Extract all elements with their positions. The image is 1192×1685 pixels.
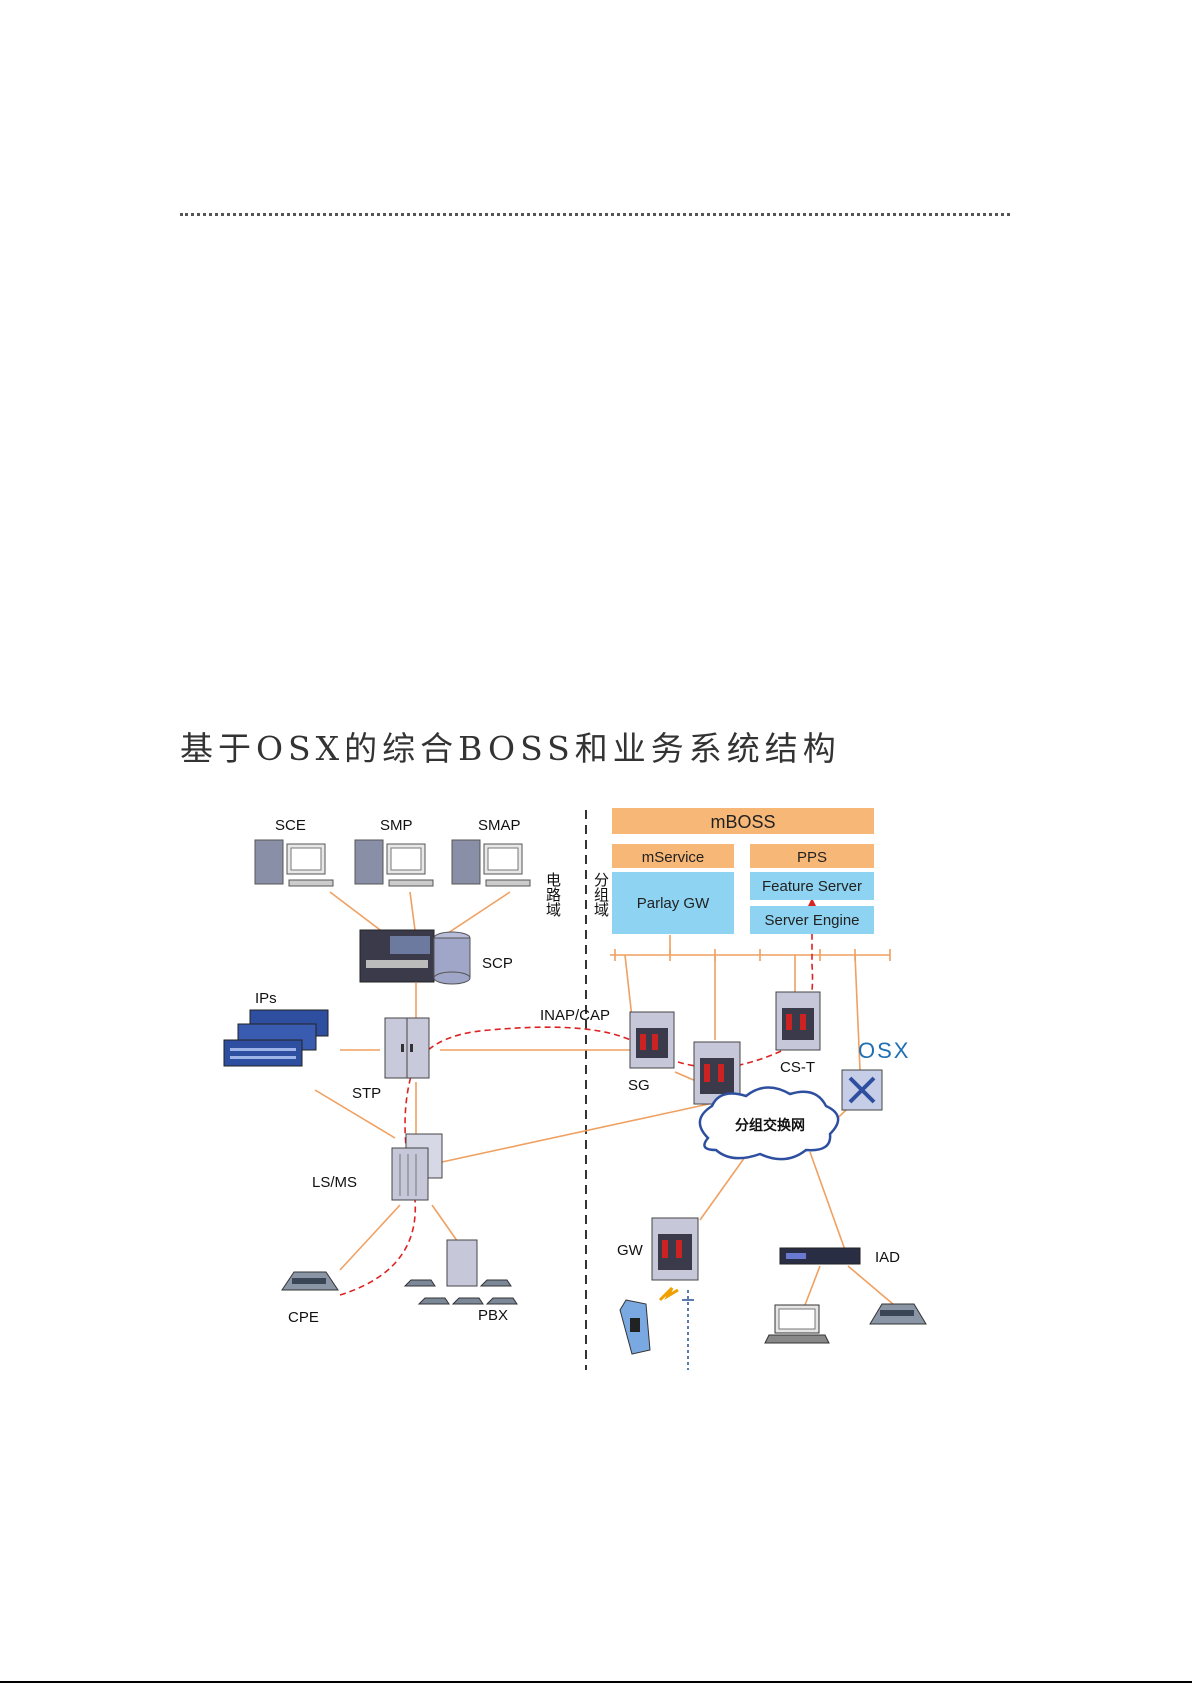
- cloud-label: 分组交换网: [735, 1117, 805, 1134]
- link-lsms-pbx: [431, 1204, 461, 1246]
- link-iad-laptop: [804, 1265, 821, 1306]
- dotted-rule: [180, 213, 1010, 216]
- smp-label: SMP: [380, 817, 413, 834]
- pps-box: [750, 844, 874, 868]
- bus-sg: [624, 954, 633, 1019]
- sce-label: SCE: [275, 817, 306, 834]
- stp-label: STP: [352, 1085, 381, 1102]
- scp-server-icon: [359, 929, 471, 985]
- inap-cap-label: INAP/CAP: [540, 1007, 610, 1024]
- scp-label: SCP: [482, 955, 513, 972]
- link-cloud-gw: [699, 1149, 751, 1221]
- sg-label: SG: [628, 1077, 650, 1094]
- workstation-smp-icon: [354, 839, 434, 887]
- osx-label: OSX: [858, 1038, 910, 1063]
- mboss-stack: mBOSS mService PPS Parlay GW Feature Ser…: [612, 808, 874, 934]
- antenna-tower-icon: [682, 1290, 694, 1370]
- link-lsms-cpe: [339, 1204, 401, 1271]
- sg-equipment-icon: [629, 1011, 675, 1069]
- cpe-phone-icon: [281, 1271, 339, 1291]
- cst-equipment-icon: [775, 991, 821, 1051]
- link-smap-scp: [444, 891, 511, 936]
- feature-server-label: Feature Server: [762, 878, 862, 895]
- smap-label: SMAP: [478, 817, 521, 834]
- iad-device-icon: [779, 1247, 861, 1265]
- parlay-label: Parlay GW: [637, 895, 710, 912]
- server-engine-label: Server Engine: [764, 912, 859, 929]
- iad-phone-icon: [869, 1303, 927, 1325]
- pbx-label: PBX: [478, 1307, 508, 1324]
- link-iad-phone: [847, 1265, 901, 1311]
- link-lsms-tg: [441, 1094, 751, 1163]
- workstation-smap-icon: [451, 839, 531, 887]
- cst-label: CS-T: [780, 1059, 815, 1076]
- iad-label: IAD: [875, 1249, 900, 1266]
- mboss-box: [612, 808, 874, 834]
- gw-equipment-icon: [651, 1217, 699, 1281]
- pbx-icon: [403, 1239, 518, 1305]
- network-diagram: mBOSS mService PPS Parlay GW Feature Ser…: [223, 808, 927, 1370]
- stp-cabinet-icon: [384, 1017, 430, 1079]
- lightning-icon: [658, 1286, 679, 1302]
- server-engine-box: [750, 906, 874, 934]
- lsms-switch-icon: [391, 1133, 443, 1201]
- ips-label: IPs: [255, 990, 277, 1007]
- packet-domain-label: 分组域: [592, 872, 610, 917]
- osx-switch-icon: [841, 1069, 883, 1111]
- bus-osx: [854, 954, 861, 1071]
- packet-network-cloud-icon: [698, 1086, 840, 1161]
- page-bottom-rule: [0, 1681, 1192, 1683]
- mservice-box: [612, 844, 734, 868]
- mservice-label: mService: [642, 849, 705, 866]
- circuit-domain-label: 电路域: [544, 872, 562, 917]
- workstation-sce-icon: [254, 839, 334, 887]
- gw-label: GW: [617, 1242, 644, 1259]
- laptop-icon: [764, 1304, 830, 1344]
- pps-label: PPS: [797, 849, 827, 866]
- ips-rack-icon: [223, 1009, 329, 1067]
- lsms-label: LS/MS: [312, 1174, 357, 1191]
- cpe-label: CPE: [288, 1309, 319, 1326]
- parlay-box: [612, 872, 734, 934]
- links: [314, 891, 901, 1311]
- mobile-phone-icon: [619, 1299, 651, 1355]
- link-cloud-iad: [809, 1151, 846, 1251]
- figure-caption: 基于OSX的综合BOSS和业务系统结构: [180, 729, 841, 768]
- feature-server-box: [750, 872, 874, 900]
- link-ips-lsms: [314, 1089, 396, 1139]
- mboss-label: mBOSS: [710, 812, 775, 832]
- link-smp-scp: [409, 891, 416, 931]
